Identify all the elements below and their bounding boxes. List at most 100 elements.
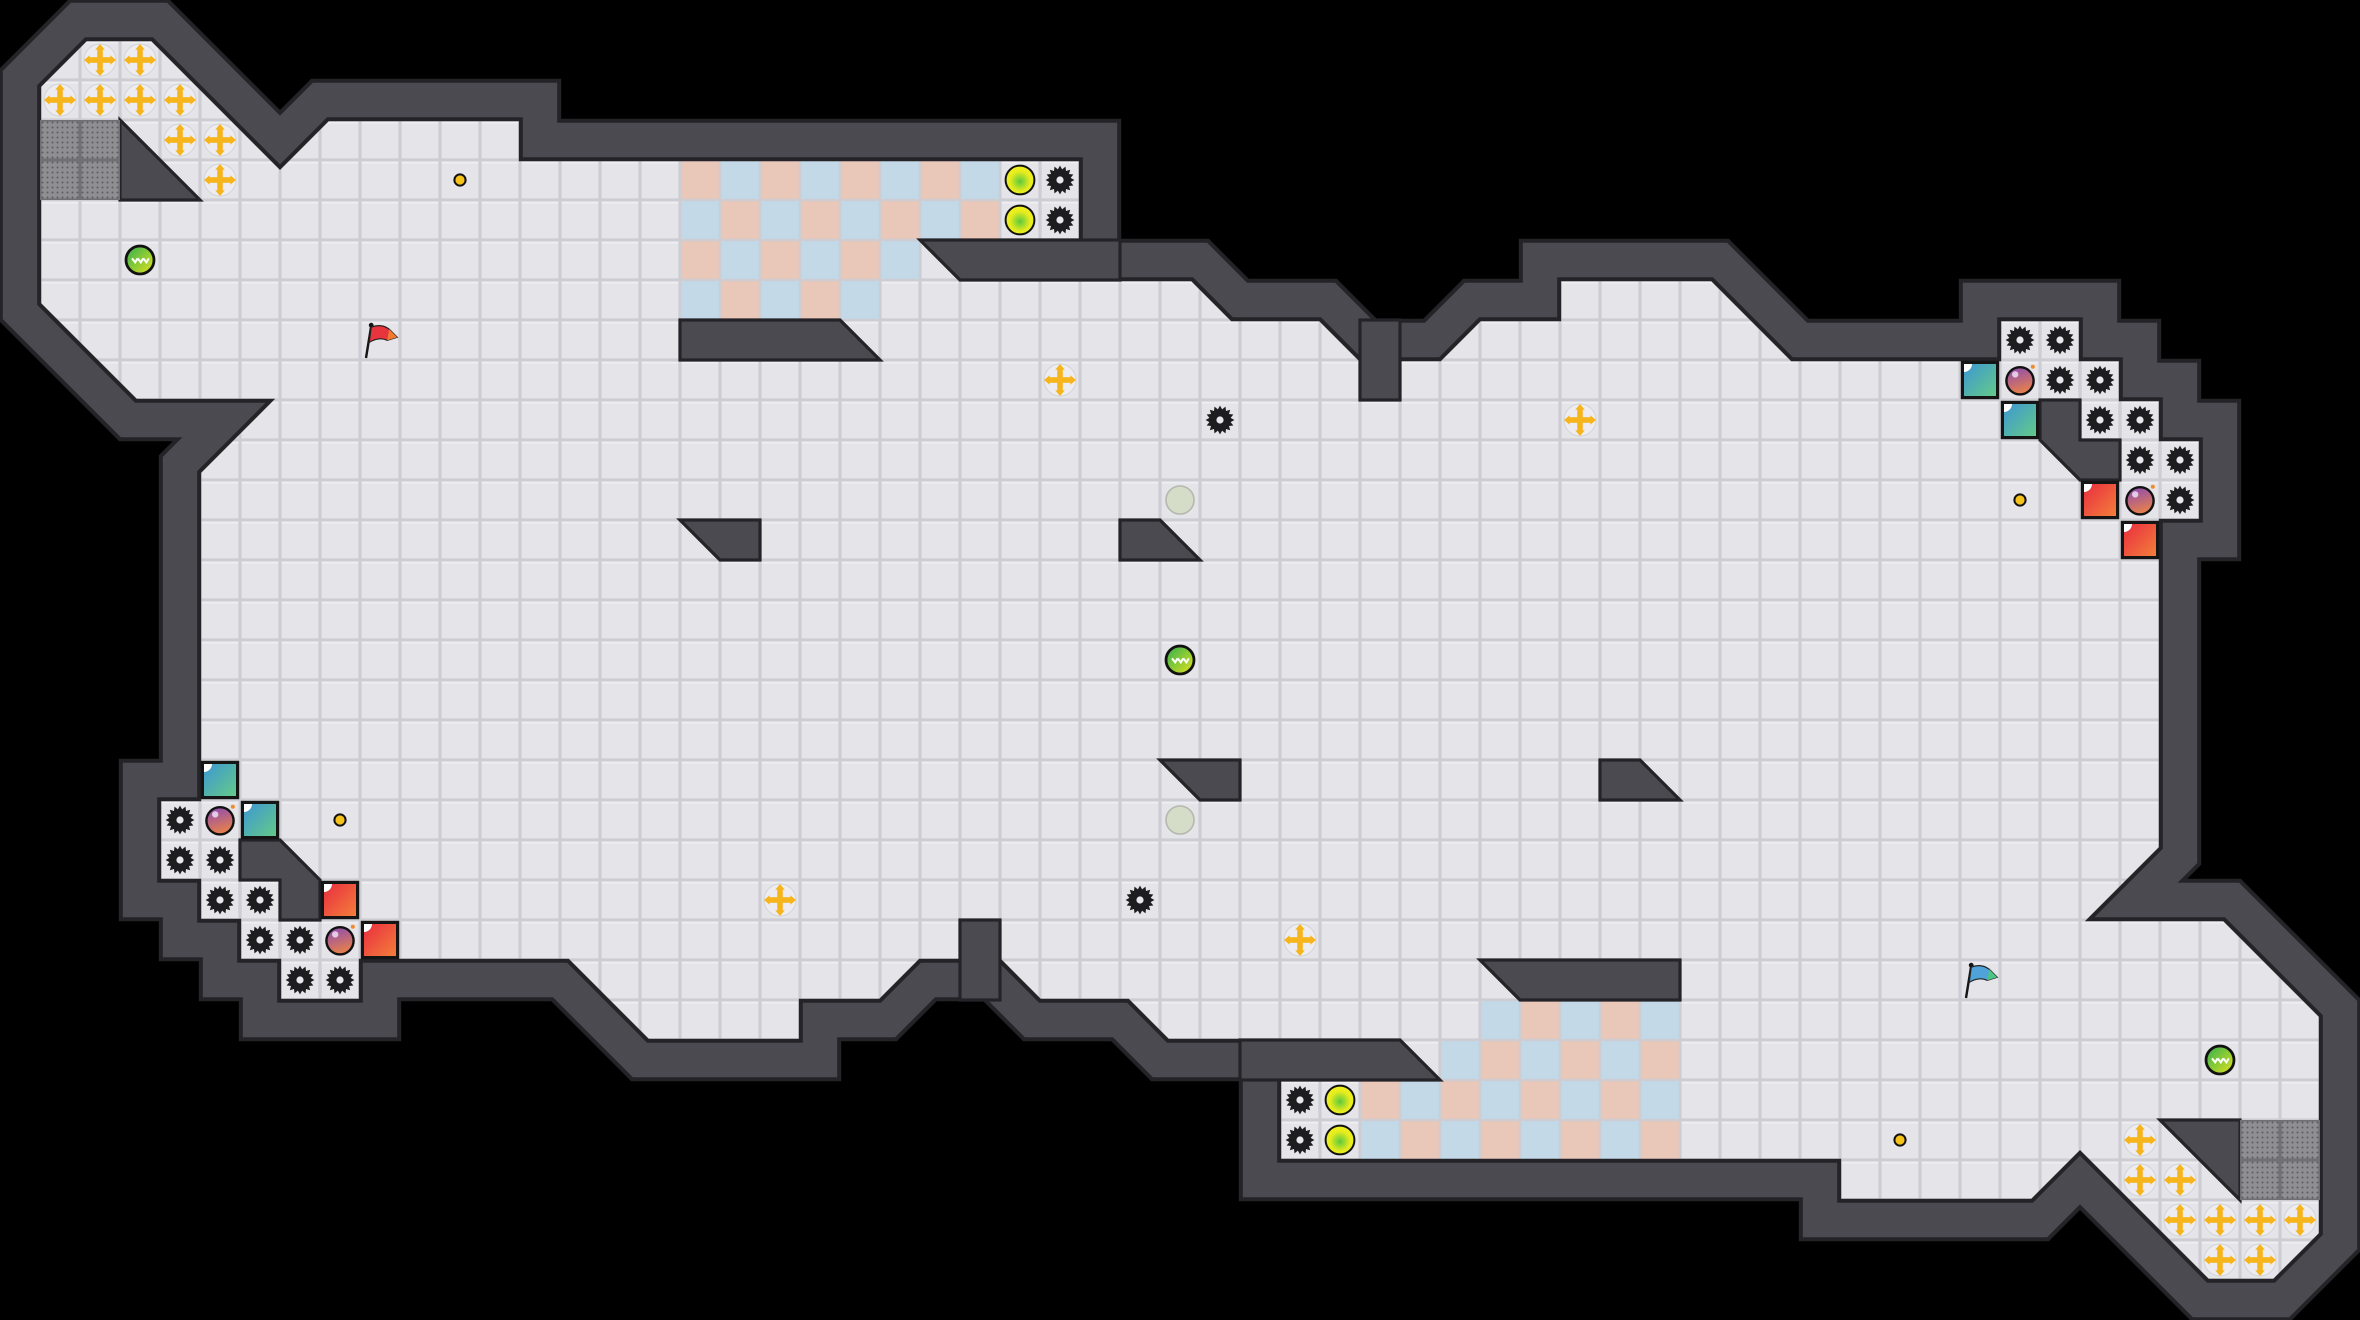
checker-tile-blue [1601,1121,1639,1159]
gear-icon [2045,325,2075,355]
move-arrows-icon[interactable] [2203,1243,2237,1277]
checker-tile-blue [1561,1081,1599,1119]
bomb-icon[interactable] [2005,364,2035,396]
move-arrows-icon[interactable] [2243,1243,2277,1277]
checker-tile-peach [841,161,879,199]
gear-icon [2045,365,2075,395]
gear-icon [245,925,275,955]
checker-tile-blue [1601,1041,1639,1079]
gear-icon [2125,445,2155,475]
move-arrows-icon[interactable] [763,883,797,917]
move-arrows-icon[interactable] [2163,1163,2197,1197]
move-arrows-icon[interactable] [2243,1203,2277,1237]
gear-icon [205,885,235,915]
red-block-icon[interactable] [320,880,360,920]
green-ball-icon[interactable] [1164,644,1196,676]
yellow-orb-icon[interactable] [1324,1084,1356,1116]
checker-tile-blue [1481,1081,1519,1119]
gear-icon [285,965,315,995]
move-arrows-icon[interactable] [1283,923,1317,957]
move-arrows-icon[interactable] [163,83,197,117]
gear-icon [1045,205,1075,235]
coin-icon[interactable] [453,173,467,187]
gear-icon [1205,405,1235,435]
checker-tile-blue [801,241,839,279]
teal-block-icon[interactable] [200,760,240,800]
move-arrows-icon[interactable] [2203,1203,2237,1237]
checker-tile-blue [1481,1001,1519,1039]
gear-icon [205,845,235,875]
checker-tile-peach [801,201,839,239]
move-arrows-icon[interactable] [123,83,157,117]
checker-tile-peach [1561,1121,1599,1159]
move-arrows-icon[interactable] [2123,1163,2157,1197]
checker-tile-blue [681,281,719,319]
gear-icon [165,805,195,835]
inner-walls [118,116,2242,1204]
move-arrows-icon[interactable] [2163,1203,2197,1237]
red-block-icon[interactable] [2080,480,2120,520]
checker-tile-peach [681,161,719,199]
checker-tile-peach [801,281,839,319]
special-cells [681,161,1679,1159]
checker-tile-blue [1441,1121,1479,1159]
checker-tile-blue [721,161,759,199]
move-arrows-icon[interactable] [43,83,77,117]
wall-block [1118,518,1204,562]
teal-block-icon[interactable] [1960,360,2000,400]
checker-tile-blue [681,201,719,239]
wall-block [916,238,1122,282]
checker-tile-blue [1521,1121,1559,1159]
red-block-icon[interactable] [360,920,400,960]
move-arrows-icon[interactable] [83,83,117,117]
checker-tile-blue [1641,1001,1679,1039]
yellow-orb-icon[interactable] [1004,164,1036,196]
move-arrows-icon[interactable] [1043,363,1077,397]
move-arrows-icon[interactable] [203,163,237,197]
green-ball-icon[interactable] [2204,1044,2236,1076]
bomb-icon[interactable] [205,804,235,836]
move-arrows-icon[interactable] [83,43,117,77]
blue-flag-icon[interactable] [1964,962,1999,999]
checker-tile-blue [961,161,999,199]
checker-tile-blue [881,241,919,279]
coin-icon[interactable] [1893,1133,1907,1147]
green-ball-icon[interactable] [124,244,156,276]
gear-icon [1285,1125,1315,1155]
move-arrows-icon[interactable] [203,123,237,157]
grate-icon [80,120,120,160]
checker-tile-blue [841,281,879,319]
move-arrows-icon[interactable] [163,123,197,157]
grate-icon [2280,1160,2320,1200]
checker-tile-peach [1601,1001,1639,1039]
coin-icon[interactable] [333,813,347,827]
move-arrows-icon[interactable] [123,43,157,77]
move-arrows-icon[interactable] [2283,1203,2317,1237]
red-block-icon[interactable] [2120,520,2160,560]
teal-block-icon[interactable] [2000,400,2040,440]
gear-icon [2125,405,2155,435]
red-flag-icon[interactable] [364,322,399,359]
yellow-orb-icon[interactable] [1324,1124,1356,1156]
bomb-icon[interactable] [325,924,355,956]
yellow-orb-icon[interactable] [1004,204,1036,236]
checker-tile-peach [1361,1081,1399,1119]
teal-block-icon[interactable] [240,800,280,840]
bomb-icon[interactable] [2125,484,2155,516]
coin-icon[interactable] [2013,493,2027,507]
checker-tile-peach [921,161,959,199]
checker-tile-peach [721,201,759,239]
wall-block [678,318,884,362]
checker-tile-blue [921,201,959,239]
checker-tile-peach [681,241,719,279]
grate-icon [2240,1160,2280,1200]
gear-icon [2005,325,2035,355]
wall-block [1358,318,1402,402]
checker-tile-blue [761,201,799,239]
gear-icon [2085,365,2115,395]
move-arrows-icon[interactable] [2123,1123,2157,1157]
move-arrows-icon[interactable] [1563,403,1597,437]
checker-tile-blue [721,241,759,279]
